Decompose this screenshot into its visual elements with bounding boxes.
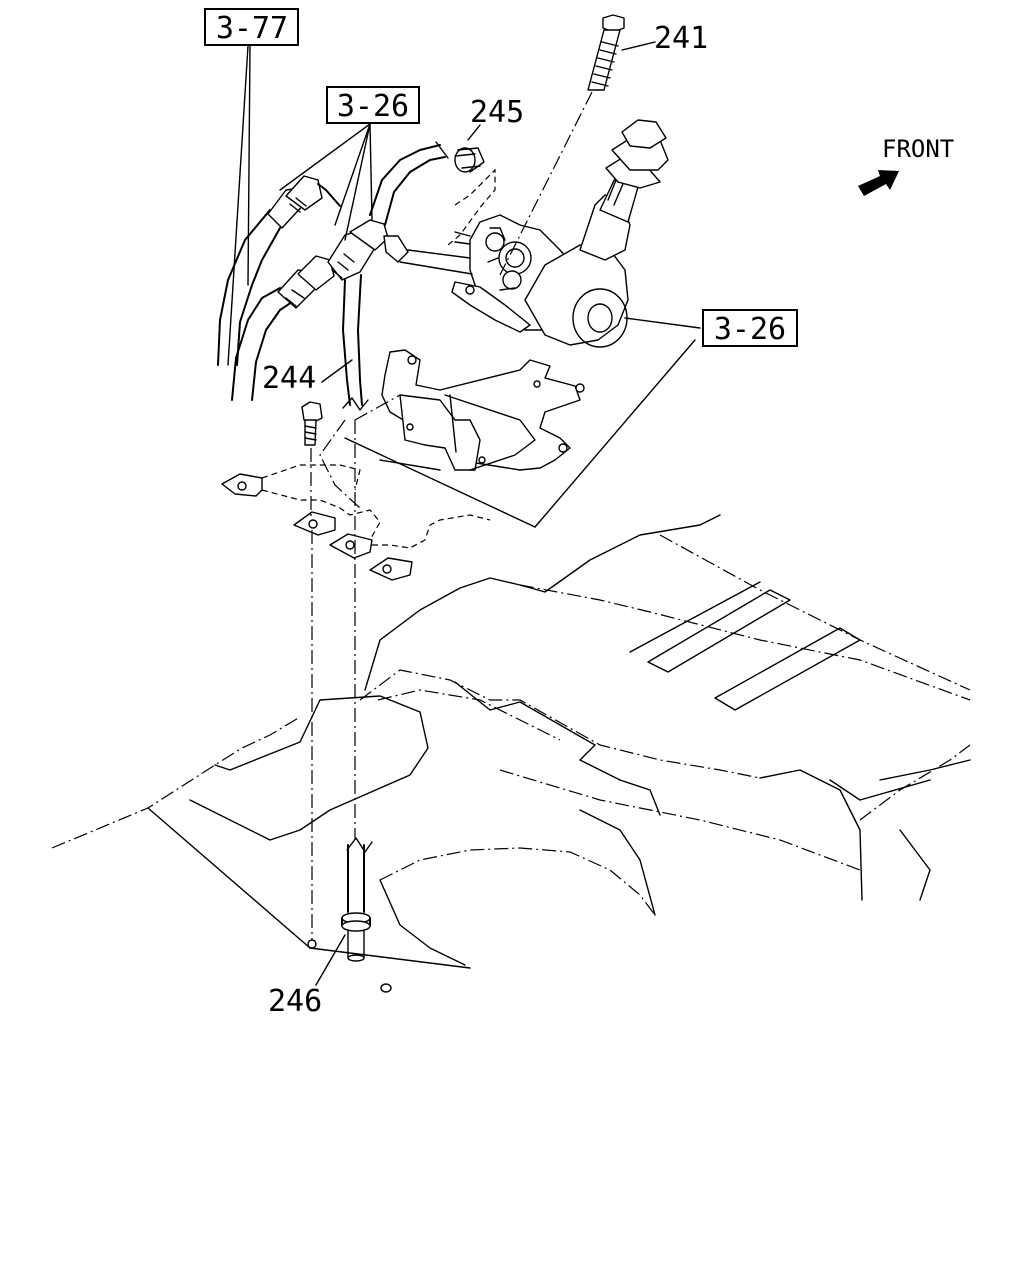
reference-label: 3-26 <box>337 89 409 124</box>
part-246-grommet <box>315 912 392 993</box>
part-241-bolt <box>499 14 656 276</box>
part-245-clip <box>454 124 485 173</box>
reference-box-3-77[interactable]: 3-77 <box>204 8 299 46</box>
part-number-241[interactable]: 241 <box>654 21 708 56</box>
brake-lever-assembly <box>447 119 669 348</box>
part-number-244[interactable]: 244 <box>262 361 316 396</box>
part-number-245[interactable]: 245 <box>470 95 524 130</box>
leader-lines <box>227 45 701 383</box>
reference-box-3-26-right[interactable]: 3-26 <box>702 309 798 347</box>
reference-box-3-26-top[interactable]: 3-26 <box>326 86 420 124</box>
reference-label: 3-26 <box>714 312 786 347</box>
bracket-leaders <box>319 339 696 528</box>
part-number-246[interactable]: 246 <box>268 984 322 1019</box>
reference-label: 3-77 <box>216 11 288 46</box>
screw-part <box>301 401 323 949</box>
front-label: FRONT <box>882 135 954 163</box>
mounting-bracket <box>221 349 585 581</box>
arrow-front-icon <box>858 170 899 196</box>
cables-3-77 <box>217 175 341 401</box>
cables-3-26 <box>327 141 473 913</box>
vehicle-floor-outline <box>51 514 971 969</box>
